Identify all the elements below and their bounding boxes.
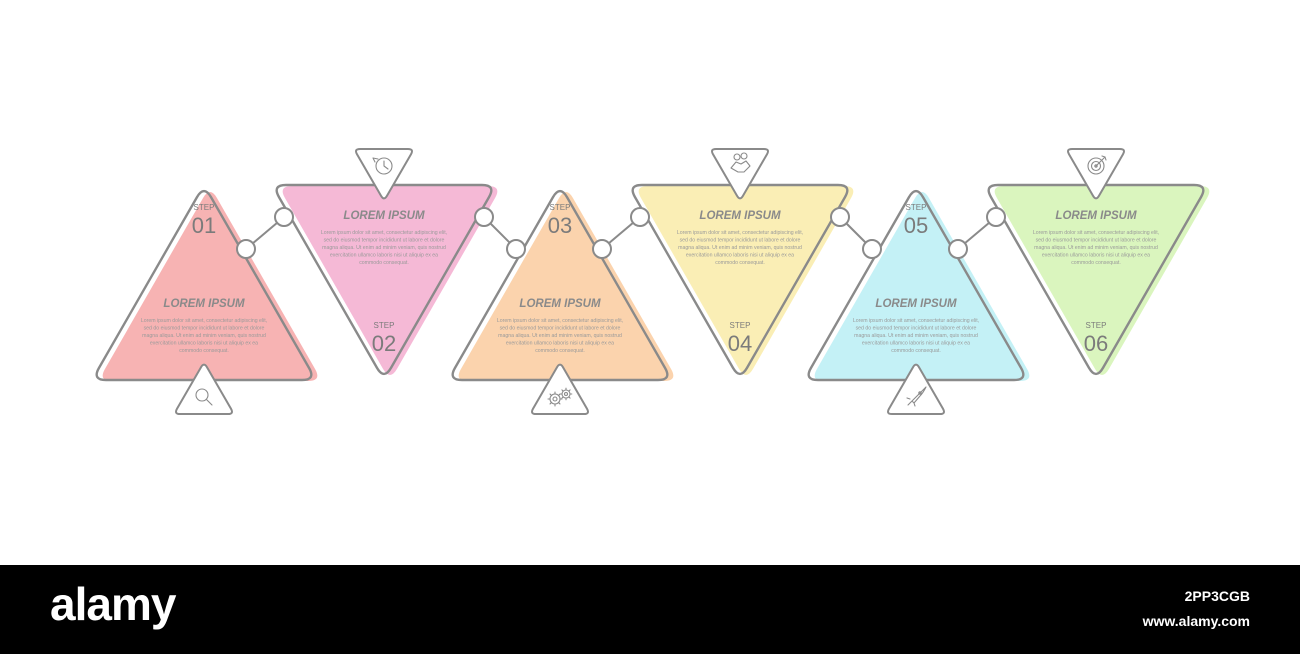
step-label: STEP xyxy=(374,321,395,330)
step-04-fill xyxy=(638,186,854,375)
step-description-line: exercitation ullamco laboris nisi ut ali… xyxy=(150,341,258,347)
step-description-line: Lorem ipsum dolor sit amet, consectetur … xyxy=(497,318,623,324)
rocket-icon xyxy=(906,386,927,407)
step-title: LOREM IPSUM xyxy=(519,298,601,310)
step-03-outline xyxy=(451,189,669,382)
step-description-line: Lorem ipsum dolor sit amet, consectetur … xyxy=(321,230,447,236)
step-02-fill xyxy=(282,186,498,375)
step-title: LOREM IPSUM xyxy=(875,298,957,310)
step-label: STEP xyxy=(550,203,571,212)
step-05-fill xyxy=(814,192,1030,381)
step-description-line: sed do eiusmod tempor incididunt ut labo… xyxy=(856,326,977,332)
step-description-line: magna aliqua. Ut enim ad minim veniam, q… xyxy=(498,333,622,339)
step-description-line: exercitation ullamco laboris nisi ut ali… xyxy=(330,253,438,259)
step-description-line: Lorem ipsum dolor sit amet, consectetur … xyxy=(677,230,803,236)
step-description-line: sed do eiusmod tempor incididunt ut labo… xyxy=(680,238,801,244)
step-description-line: commodo consequat. xyxy=(179,348,229,354)
step-01-outline xyxy=(95,189,313,382)
icon-badge xyxy=(711,148,769,200)
step-title: LOREM IPSUM xyxy=(699,210,781,222)
brand-logo: alamy xyxy=(50,578,176,630)
image-id: 2PP3CGB xyxy=(1184,588,1250,604)
watermark-bar: alamy 2PP3CGB www.alamy.com xyxy=(0,565,1300,654)
step-description-line: commodo consequat. xyxy=(1071,260,1121,266)
rocket-badge xyxy=(887,363,945,415)
magnifier-icon xyxy=(195,388,213,406)
connector-joint xyxy=(830,207,850,227)
step-label: STEP xyxy=(906,203,927,212)
step-06-outline xyxy=(987,183,1205,376)
step-01-fill xyxy=(102,192,318,381)
step-number: 06 xyxy=(1084,331,1108,356)
step-number: 01 xyxy=(192,213,216,238)
gears-badge xyxy=(531,363,589,415)
step-label: STEP xyxy=(730,321,751,330)
step-description-line: Lorem ipsum dolor sit amet, consectetur … xyxy=(141,318,267,324)
step-05-outline xyxy=(807,189,1025,382)
step-description-line: commodo consequat. xyxy=(535,348,585,354)
step-label: STEP xyxy=(194,203,215,212)
connector-joint xyxy=(506,239,526,259)
step-label: STEP xyxy=(1086,321,1107,330)
connector-joint xyxy=(474,207,494,227)
step-04-outline xyxy=(631,183,849,376)
connector-joint xyxy=(236,239,256,259)
icon-badge xyxy=(887,363,945,415)
step-description-line: sed do eiusmod tempor incididunt ut labo… xyxy=(324,238,445,244)
target-badge xyxy=(1067,148,1125,200)
step-description-line: exercitation ullamco laboris nisi ut ali… xyxy=(686,253,794,259)
step-number: 03 xyxy=(548,213,572,238)
handshake-icon xyxy=(730,152,751,173)
connector-joint xyxy=(986,207,1006,227)
step-number: 05 xyxy=(904,213,928,238)
step-description-line: commodo consequat. xyxy=(891,348,941,354)
clock-icon xyxy=(372,157,393,175)
step-description-line: magna aliqua. Ut enim ad minim veniam, q… xyxy=(678,245,802,251)
step-title: LOREM IPSUM xyxy=(1055,210,1137,222)
step-description-line: commodo consequat. xyxy=(359,260,409,266)
site-url: www.alamy.com xyxy=(1142,613,1250,629)
step-description-line: magna aliqua. Ut enim ad minim veniam, q… xyxy=(322,245,446,251)
step-description-line: exercitation ullamco laboris nisi ut ali… xyxy=(862,341,970,347)
step-title: LOREM IPSUM xyxy=(163,298,245,310)
step-03-fill xyxy=(458,192,674,381)
connector-joint xyxy=(948,239,968,259)
step-description-line: magna aliqua. Ut enim ad minim veniam, q… xyxy=(142,333,266,339)
step-description-line: sed do eiusmod tempor incididunt ut labo… xyxy=(1036,238,1157,244)
icon-badge xyxy=(531,363,589,415)
step-description-line: exercitation ullamco laboris nisi ut ali… xyxy=(1042,253,1150,259)
step-description-line: exercitation ullamco laboris nisi ut ali… xyxy=(506,341,614,347)
step-number: 04 xyxy=(728,331,752,356)
step-description-line: Lorem ipsum dolor sit amet, consectetur … xyxy=(853,318,979,324)
connector-joint xyxy=(630,207,650,227)
step-description-line: sed do eiusmod tempor incididunt ut labo… xyxy=(144,326,265,332)
step-title: LOREM IPSUM xyxy=(343,210,425,222)
step-description-line: commodo consequat. xyxy=(715,260,765,266)
step-description-line: magna aliqua. Ut enim ad minim veniam, q… xyxy=(854,333,978,339)
step-number: 02 xyxy=(372,331,396,356)
magnifier-badge xyxy=(175,363,233,415)
gears-icon xyxy=(547,387,573,407)
connector-joint xyxy=(592,239,612,259)
step-description-line: Lorem ipsum dolor sit amet, consectetur … xyxy=(1033,230,1159,236)
connector-joint xyxy=(274,207,294,227)
target-icon xyxy=(1087,155,1107,175)
clock-badge xyxy=(355,148,413,200)
step-06-fill xyxy=(994,186,1210,375)
step-description-line: magna aliqua. Ut enim ad minim veniam, q… xyxy=(1034,245,1158,251)
step-description-line: sed do eiusmod tempor incididunt ut labo… xyxy=(500,326,621,332)
handshake-badge xyxy=(711,148,769,200)
connector-joint xyxy=(862,239,882,259)
step-02-outline xyxy=(275,183,493,376)
